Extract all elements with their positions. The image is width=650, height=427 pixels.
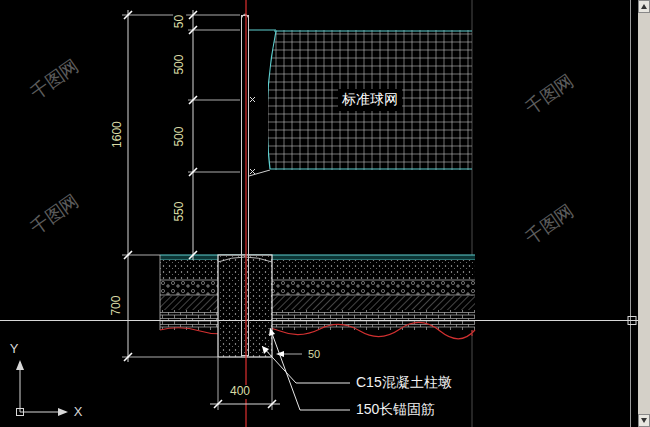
- watermark: 千图网: [26, 190, 85, 239]
- dimension-text: 500: [173, 125, 186, 149]
- dimension-text: 550: [173, 200, 186, 224]
- dimension-text: 50: [173, 13, 186, 30]
- net-title: 标准球网: [338, 89, 402, 111]
- callout-text: 150长锚固筋: [354, 402, 437, 417]
- dimension-text: 500: [173, 53, 186, 77]
- axis-label: X: [72, 405, 85, 419]
- callout-text: C15混凝土柱墩: [354, 375, 454, 390]
- dimension-text: 1600: [110, 120, 123, 151]
- axis-label: Y: [8, 342, 21, 356]
- watermark: 千图网: [26, 55, 85, 104]
- watermark: 千图网: [521, 70, 580, 119]
- net-panel: 标准球网: [268, 30, 472, 170]
- watermark: 千图网: [521, 200, 580, 249]
- dimension-text: 400: [228, 385, 252, 398]
- dimension-text: 700: [110, 294, 123, 318]
- dimension-text: 50: [306, 348, 322, 360]
